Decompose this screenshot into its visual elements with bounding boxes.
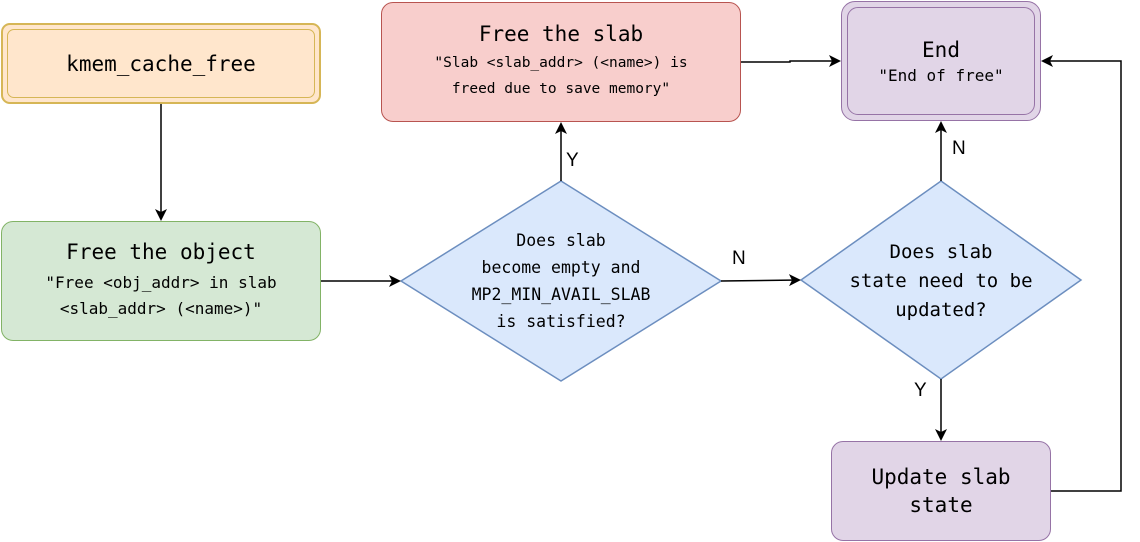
start-node: kmem_cache_free [1, 23, 321, 104]
free-object-title: Free the object [66, 240, 256, 264]
free-object-subtitle-line1: "Free <obj_addr> in slab [45, 273, 277, 292]
end-subtitle: "End of free" [878, 65, 1004, 85]
edge-decision-to-state [720, 274, 801, 287]
decision-state-line1: Does slab [889, 240, 993, 263]
free-slab-node: Free the slab "Slab <slab_addr> (<name>)… [381, 2, 741, 122]
update-state-node: Update slab state [831, 441, 1051, 541]
edge-label-empty-no: N [732, 248, 746, 269]
free-slab-subtitle-line2: freed due to save memory" [451, 81, 671, 97]
decision-state-line3: updated? [895, 298, 987, 321]
start-node-inner-border [7, 29, 315, 98]
decision-empty-line3: MP2_MIN_AVAIL_SLAB [471, 285, 651, 304]
edge-update-to-end [1041, 55, 1122, 492]
edge-label-state-no: N [952, 138, 966, 159]
free-slab-subtitle-line1: "Slab <slab_addr> (<name>) is [434, 55, 688, 71]
free-object-node: Free the object "Free <obj_addr> in slab… [1, 221, 321, 341]
edge-free-slab-to-end [741, 55, 841, 67]
edge-label-state-yes: Y [914, 380, 927, 401]
end-node-inner-border [847, 7, 1035, 115]
decision-empty-line1: Does slab [516, 231, 606, 250]
free-slab-title: Free the slab [478, 22, 644, 46]
start-label: kmem_cache_free [66, 51, 256, 76]
free-object-subtitle-line2: <slab_addr> (<name>)" [59, 299, 263, 318]
decision-state-line2: state need to be [849, 269, 1033, 292]
edge-label-empty-yes: Y [566, 150, 579, 171]
decision-empty-line4: is satisfied? [496, 312, 626, 331]
decision-empty-line2: become empty and [481, 258, 641, 277]
update-state-label: Update slab state [871, 465, 1011, 517]
decision-state-text: Does slab state need to be updated? [821, 221, 1061, 341]
decision-empty-shape [399, 180, 723, 382]
end-node: End "End of free" [841, 1, 1041, 121]
end-title: End [922, 37, 960, 62]
decision-empty-text: Does slab become empty and MP2_MIN_AVAIL… [441, 221, 681, 341]
